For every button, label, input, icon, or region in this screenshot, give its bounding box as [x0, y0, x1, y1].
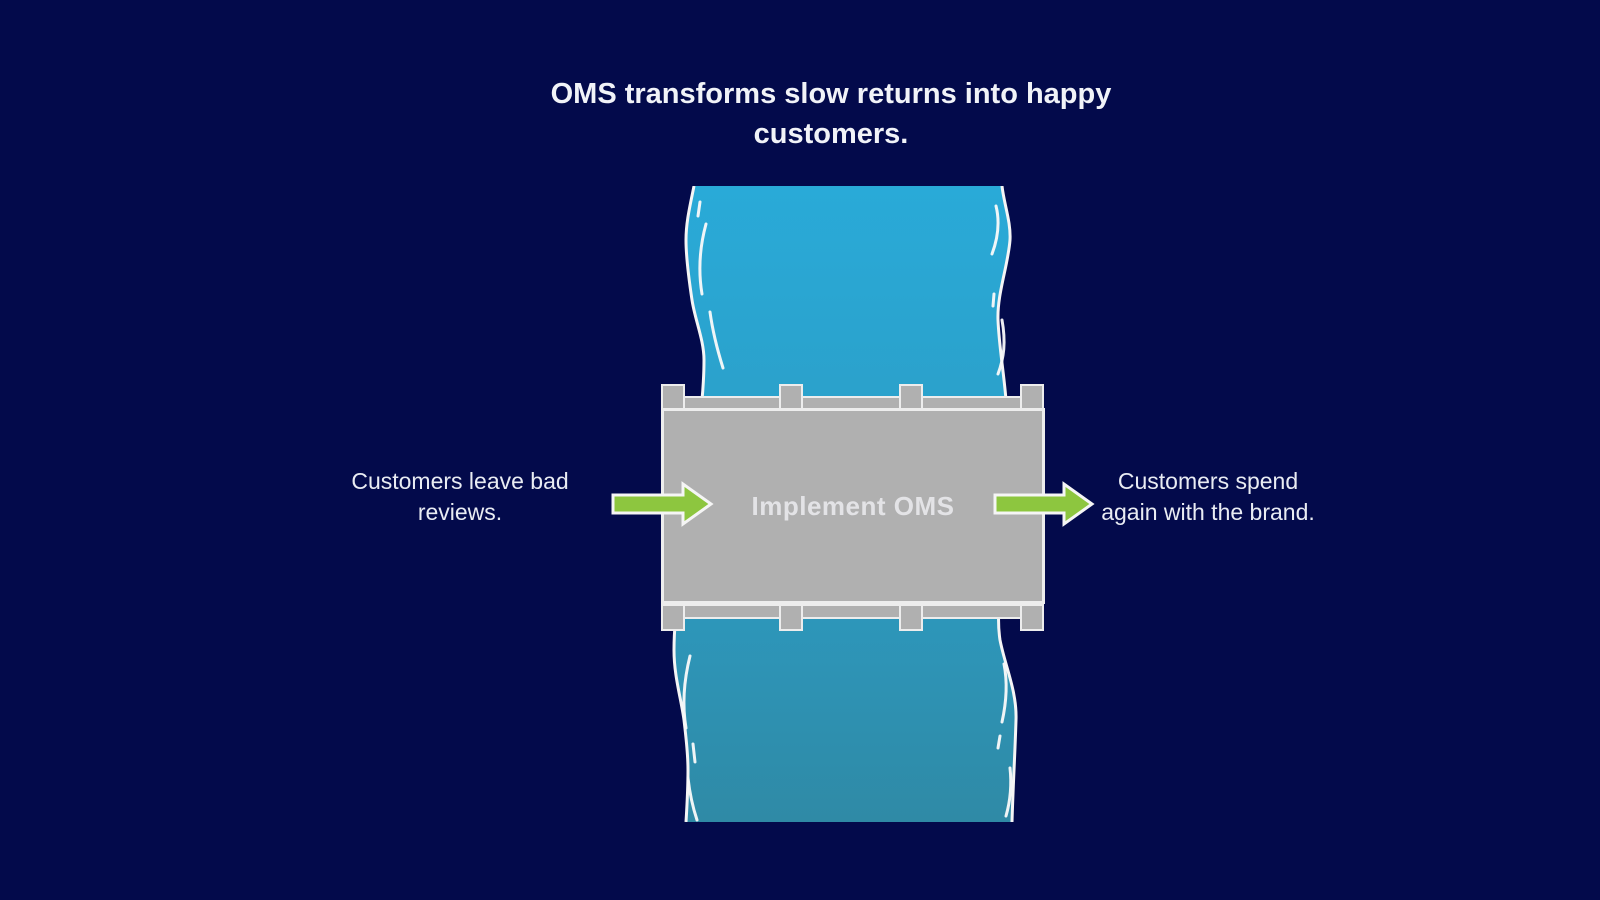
right-label-line-1: Customers spend: [1117, 468, 1299, 494]
bridge-label: Implement OMS: [751, 490, 955, 521]
bridge-bottom-post-2: [779, 604, 803, 631]
bridge-top-post-1: [661, 384, 685, 411]
left-label: Customers leave bad reviews.: [330, 466, 590, 528]
right-label: Customers spend again with the brand.: [1083, 466, 1333, 528]
left-label-line-1: Customers leave bad: [351, 468, 569, 494]
bridge-bottom-rail: [676, 604, 1032, 619]
bridge-top-post-3: [899, 384, 923, 411]
bridge-bottom-post-1: [661, 604, 685, 631]
bridge-top-post-2: [779, 384, 803, 411]
diagram-title-line-1: OMS transforms slow returns into happy: [550, 78, 1112, 110]
water-flow-marks: [682, 200, 1013, 822]
bridge-top-post-4: [1020, 384, 1044, 411]
arrow-right-icon-right: [993, 481, 1095, 527]
bridge-bottom-post-3: [899, 604, 923, 631]
diagram-title: OMS transforms slow returns into happy c…: [431, 74, 1231, 154]
bridge-bottom-post-4: [1020, 604, 1044, 631]
left-label-line-2: reviews.: [417, 499, 503, 525]
diagram-title-line-2: customers.: [753, 118, 909, 150]
arrow-right-icon-left: [611, 481, 714, 527]
right-label-line-2: again with the brand.: [1101, 499, 1315, 525]
